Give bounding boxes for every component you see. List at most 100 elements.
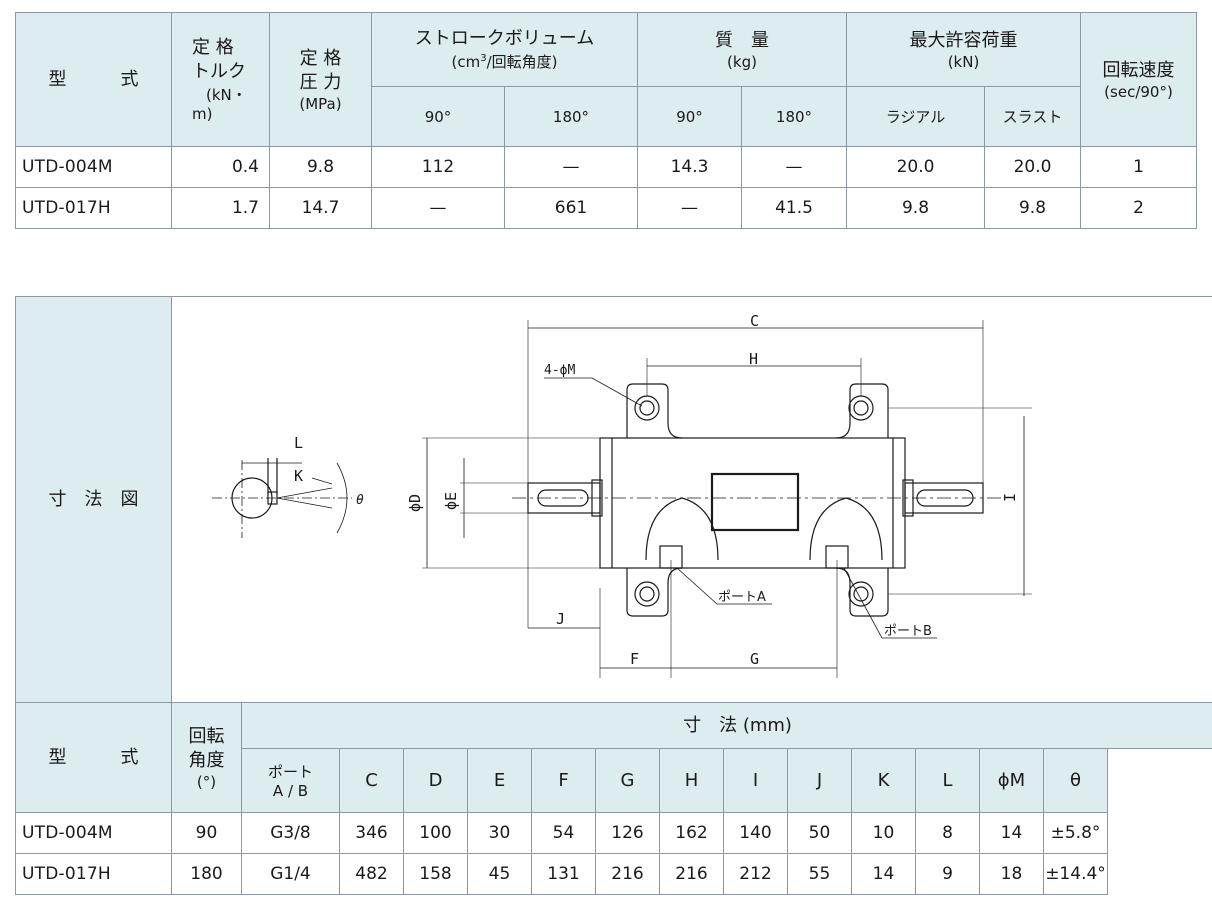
stroke-90-cell: 112 [371,146,505,188]
stroke-180-cell: 661 [504,187,638,229]
table-row: UTD-017H 1.7 14.7 — 661 — 41.5 9.8 9.8 2 [15,187,1197,229]
dim-cell: 45 [467,853,532,895]
dimension-table: 寸 法 図 [15,296,1212,895]
mass-180-cell: 41.5 [741,187,847,229]
dim-H-label: H [749,350,758,368]
port-B-label: ポートB [884,624,932,639]
stroke-180-cell: — [504,146,638,188]
dim-cell: 9 [915,853,980,895]
header-col-H: H [659,748,724,813]
model-cell: UTD-004M [15,812,172,854]
dim-cell: 14 [979,812,1044,854]
speed-cell: 1 [1080,146,1197,188]
header-mass: 質 量 (kg) [637,12,847,87]
dim-D-label: ϕD [406,493,424,511]
dim-cell: 8 [915,812,980,854]
dim-4M-label: 4-ϕM [544,363,575,378]
torque-cell: 1.7 [171,187,270,229]
dim-cell: 18 [979,853,1044,895]
header-stroke-90: 90° [371,86,505,147]
header-mass-180: 180° [741,86,847,147]
table-row: UTD-004M 90 G3/8 346 100 30 54 126 162 1… [15,812,1212,854]
port-cell: G3/8 [241,812,340,854]
header-model: 型 式 [15,702,172,813]
dim-cell: 55 [787,853,852,895]
header-rotation-speed: 回転速度 (sec/90°) [1080,12,1197,147]
dim-cell: 54 [531,812,596,854]
dim-cell: 10 [851,812,916,854]
actuator-drawing: C H 4-ϕM L K θ ϕD ϕE I J F G ポートA ポートB [212,312,1032,678]
header-radial: ラジアル [846,86,985,147]
model-cell: UTD-017H [15,853,172,895]
dim-cell: 216 [659,853,724,895]
dim-cell: 14 [851,853,916,895]
table-row: UTD-017H 180 G1/4 482 158 45 131 216 216… [15,853,1212,895]
dim-K-label: K [294,467,303,485]
header-port: ポート A / B [241,748,340,813]
header-col-M: ϕM [979,748,1044,813]
header-max-load: 最大許容荷重 (kN) [846,12,1081,87]
dim-cell: 140 [723,812,788,854]
speed-cell: 2 [1080,187,1197,229]
header-col-I: I [723,748,788,813]
dim-cell: 30 [467,812,532,854]
spec-table: 型 式 定 格 トルク (kN・ m) 定 格 圧 力 (MPa) ストロークボ… [15,12,1197,229]
header-stroke-volume: ストロークボリューム (cm3/回転角度) [371,12,638,87]
dim-L-label: L [294,434,303,452]
angle-cell: 180 [171,853,242,895]
port-A-label: ポートA [718,590,766,605]
mass-90-cell: 14.3 [637,146,742,188]
port-cell: G1/4 [241,853,340,895]
header-col-theta: θ [1043,748,1108,813]
dim-G-label: G [750,650,759,668]
thrust-cell: 9.8 [984,187,1081,229]
model-cell: UTD-004M [15,146,172,188]
dim-cell: ±14.4° [1043,853,1108,895]
dim-C-label: C [750,312,759,330]
dim-cell: 346 [339,812,404,854]
header-rotation-angle: 回転 角度 (°) [171,702,242,813]
header-thrust: スラスト [984,86,1081,147]
header-col-F: F [531,748,596,813]
dim-J-label: J [556,610,565,628]
dim-cell: 50 [787,812,852,854]
pressure-cell: 9.8 [269,146,372,188]
header-col-C: C [339,748,404,813]
dim-cell: 126 [595,812,660,854]
dim-cell: ±5.8° [1043,812,1108,854]
dim-cell: 100 [403,812,468,854]
header-mass-90: 90° [637,86,742,147]
header-model: 型 式 [15,12,172,147]
header-stroke-180: 180° [504,86,638,147]
actuator-body [599,436,906,569]
header-dimensions: 寸 法 (mm) [240,702,1212,749]
model-cell: UTD-017H [15,187,172,229]
header-col-E: E [467,748,532,813]
dim-E-label: ϕE [442,491,460,509]
center-plate [710,472,800,531]
dimension-drawing: C H 4-ϕM L K θ ϕD ϕE I J F G ポートA ポートB [170,296,1212,703]
torque-cell: 0.4 [171,146,270,188]
thrust-cell: 20.0 [984,146,1081,188]
dim-theta-label: θ [356,493,364,508]
table-row: UTD-004M 0.4 9.8 112 — 14.3 — 20.0 20.0 … [15,146,1197,188]
angle-cell: 90 [171,812,242,854]
radial-cell: 20.0 [846,146,985,188]
dim-cell: 212 [723,853,788,895]
dim-F-label: F [630,650,639,668]
dim-cell: 162 [659,812,724,854]
stroke-90-cell: — [371,187,505,229]
dim-I-label: I [1001,492,1019,501]
dim-cell: 216 [595,853,660,895]
header-col-D: D [403,748,468,813]
header-col-L: L [915,748,980,813]
drawing-label: 寸 法 図 [15,296,172,703]
mass-90-cell: — [637,187,742,229]
dim-cell: 131 [531,853,596,895]
header-rated-torque: 定 格 トルク (kN・ m) [171,12,270,147]
radial-cell: 9.8 [846,187,985,229]
header-col-K: K [851,748,916,813]
mass-180-cell: — [741,146,847,188]
header-col-G: G [595,748,660,813]
pressure-cell: 14.7 [269,187,372,229]
